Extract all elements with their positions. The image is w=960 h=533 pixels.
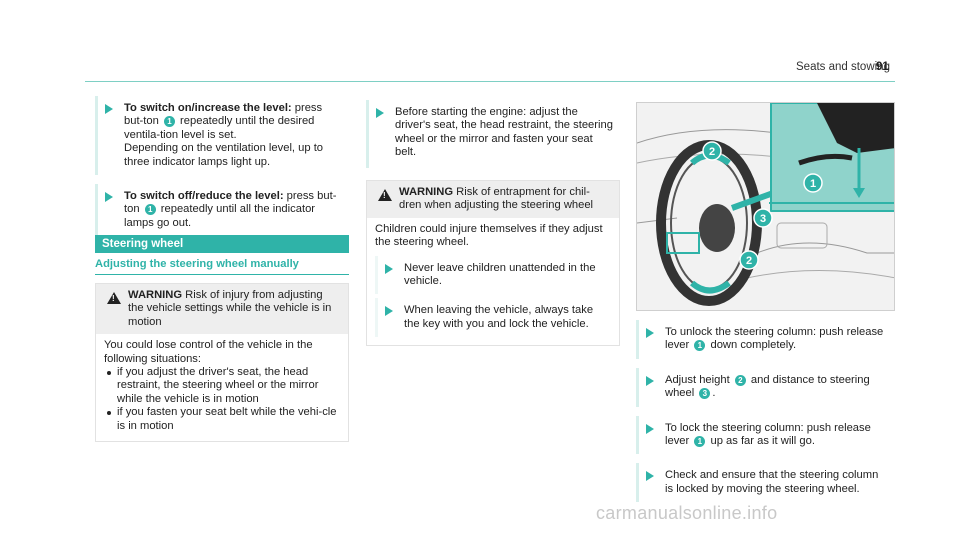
step-arrow-icon xyxy=(646,328,654,338)
column-1: To switch on/increase the level: press b… xyxy=(95,96,349,245)
step-switch-on: To switch on/increase the level: press b… xyxy=(95,96,349,176)
header-rule xyxy=(85,81,895,82)
step-text: When leaving the vehicle, always take th… xyxy=(404,304,594,330)
step-text: down completely. xyxy=(707,339,797,352)
step-unlock: To unlock the steering column: push rele… xyxy=(636,320,895,359)
step-arrow-icon xyxy=(105,104,113,114)
warning-triangle-icon xyxy=(107,292,121,304)
step-adjust: Adjust height 2 and distance to steering… xyxy=(636,367,895,407)
step-text: and distance to steering wheel xyxy=(665,373,870,400)
warning-header: WARNING Risk of entrapment for chil-dren… xyxy=(367,181,619,218)
step-bold-label: To switch off/reduce the level: xyxy=(124,190,284,203)
warning-text: You could lose control of the vehicle in… xyxy=(104,339,313,365)
warning-headline: Risk of injury from adjusting the vehicl… xyxy=(128,289,332,328)
figure-marker-2: 2 xyxy=(709,146,715,158)
warning-body: Children could injure themselves if they… xyxy=(367,218,619,345)
step-lock: To lock the steering column: push releas… xyxy=(636,415,895,455)
warning-headline: Risk of entrapment for chil-dren when ad… xyxy=(399,186,594,212)
step-arrow-icon xyxy=(105,192,113,203)
page-number: 91 xyxy=(876,61,889,73)
marker-2-icon: 2 xyxy=(734,374,746,386)
step-bold-label: To switch on/increase the level: xyxy=(124,102,292,114)
marker-3-icon: 3 xyxy=(699,388,711,400)
figure-marker-1: 1 xyxy=(810,178,816,190)
warning-step: When leaving the vehicle, always take th… xyxy=(375,298,611,338)
column-3: To unlock the steering column: push rele… xyxy=(636,320,895,511)
watermark: carmanualsonline.info xyxy=(596,503,778,523)
step-check: Check and ensure that the steering colum… xyxy=(636,463,895,503)
step-text: . xyxy=(712,387,716,400)
step-text: press but-ton xyxy=(124,190,337,216)
step-before-start: Before starting the engine: adjust the d… xyxy=(366,100,620,168)
warning-bullet: if you fasten your seat belt while the v… xyxy=(104,406,340,433)
step-arrow-icon xyxy=(646,423,654,434)
step-switch-off: To switch off/reduce the level: press bu… xyxy=(95,184,349,237)
warning-step: Never leave children unattended in the v… xyxy=(375,255,611,295)
column-2: Before starting the engine: adjust the d… xyxy=(366,100,620,177)
step-note: Depending on the ventilation level, up t… xyxy=(124,142,324,168)
step-text: Adjust height xyxy=(665,373,733,386)
warning-label: WARNING xyxy=(399,186,454,198)
marker-1-icon: 1 xyxy=(694,340,706,352)
header-title: Seats and stowing xyxy=(796,61,890,73)
step-arrow-icon xyxy=(646,375,654,386)
step-text: Never leave children unattended in the v… xyxy=(404,261,596,288)
step-arrow-icon xyxy=(646,471,654,482)
step-text: To lock the steering column: push releas… xyxy=(665,421,871,448)
step-text: Before starting the engine: adjust the d… xyxy=(395,106,613,159)
step-arrow-icon xyxy=(385,306,393,317)
steering-column-illustration: 1 2 3 2 xyxy=(637,103,894,310)
step-text: repeatedly until all the indicator lamps… xyxy=(124,203,316,229)
subheading: Adjusting the steering wheel manually xyxy=(95,258,349,276)
warning-triangle-icon xyxy=(378,189,392,201)
marker-1-icon: 1 xyxy=(694,436,706,448)
figure-marker-2b: 2 xyxy=(746,255,752,267)
warning-text: Children could injure themselves if they… xyxy=(375,222,603,249)
section-title: Steering wheel xyxy=(95,235,349,253)
step-arrow-icon xyxy=(385,263,393,274)
marker-1-icon: 1 xyxy=(163,116,175,128)
warning-header: WARNING Risk of injury from adjusting th… xyxy=(96,284,348,335)
step-text: repeatedly until the desired ventila-tio… xyxy=(124,115,315,141)
step-text: To unlock the steering column: push rele… xyxy=(665,326,884,352)
warning-box-entrapment: WARNING Risk of entrapment for chil-dren… xyxy=(366,180,620,347)
warning-body: You could lose control of the vehicle in… xyxy=(96,334,348,441)
steering-wheel-figure: 1 2 3 2 xyxy=(636,102,895,311)
step-arrow-icon xyxy=(376,108,384,118)
warning-box-injury: WARNING Risk of injury from adjusting th… xyxy=(95,283,349,443)
warning-bullet: if you adjust the driver's seat, the hea… xyxy=(104,366,340,406)
warning-label: WARNING xyxy=(128,289,183,301)
step-text: press but-ton xyxy=(124,102,323,128)
step-text: up as far as it will go. xyxy=(707,435,815,448)
step-text: Check and ensure that the steering colum… xyxy=(665,469,879,495)
figure-marker-3: 3 xyxy=(760,213,766,225)
marker-1-icon: 1 xyxy=(144,204,156,216)
